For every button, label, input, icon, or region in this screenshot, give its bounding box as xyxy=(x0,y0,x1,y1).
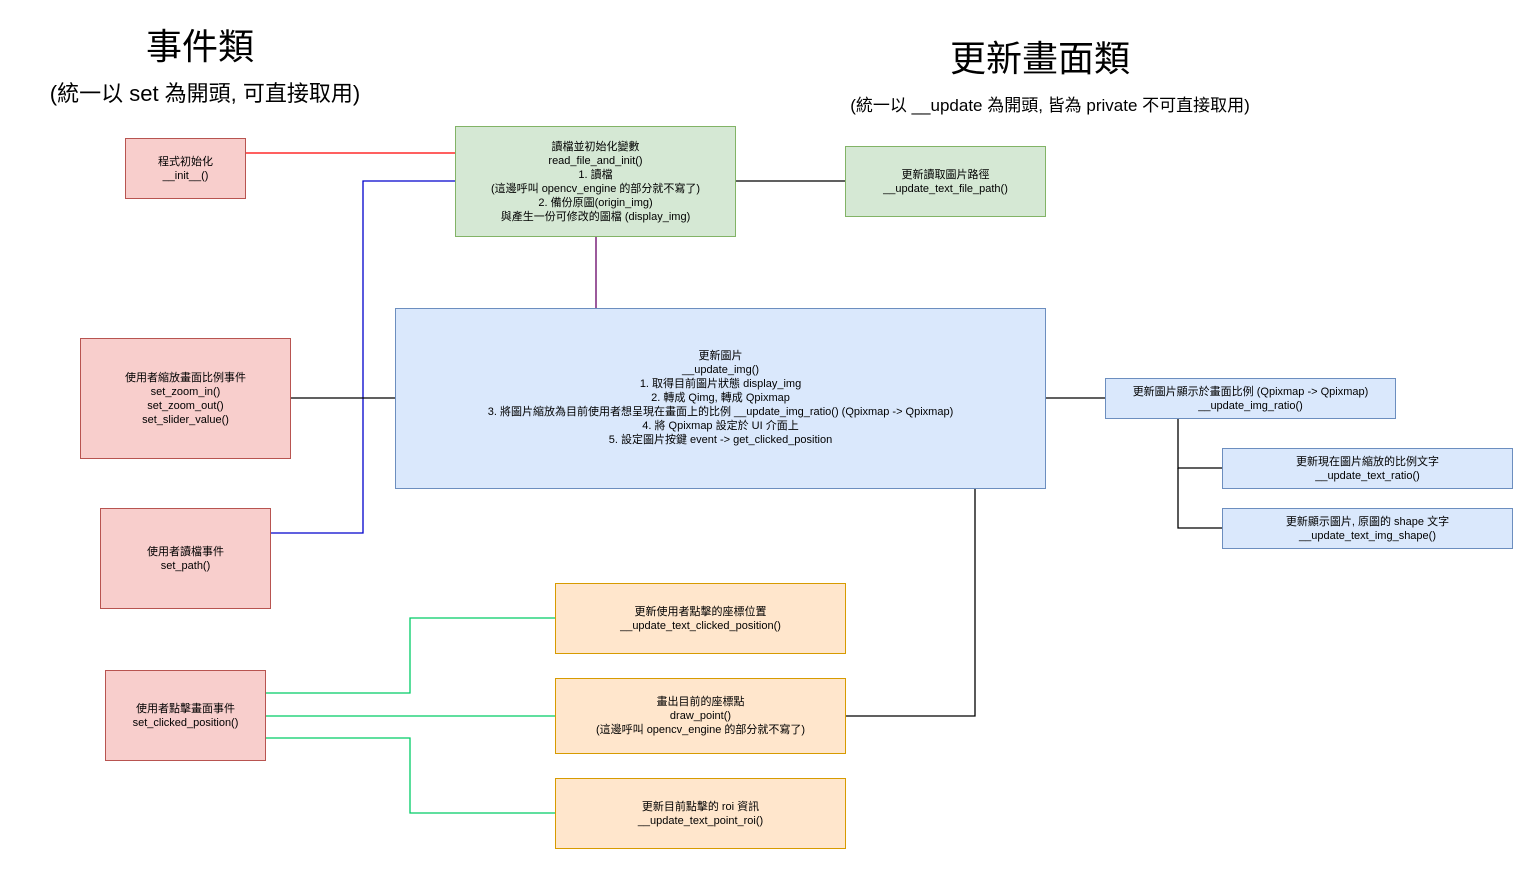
node-line: 1. 取得目前圖片狀態 display_img xyxy=(639,378,802,390)
node-update-img: 更新圖片 __update_img() 1. 取得目前圖片狀態 display_im… xyxy=(395,308,1046,489)
node-line: __update_text_ratio() xyxy=(1315,469,1420,482)
node-update-text-img-shape: 更新顯示圖片, 原圖的 shape 文字__update_text_img_sh… xyxy=(1222,508,1513,549)
edge-click-to-roi xyxy=(266,737,555,814)
node-line: read_file_and_init() xyxy=(548,154,643,167)
node-label: 更新圖片 xyxy=(698,350,743,362)
node-update-text-file-path: 更新讀取圖片路徑__update_text_file_path() xyxy=(845,146,1046,217)
node-line: __update_img() xyxy=(681,364,760,376)
node-line: 1. 讀檔 xyxy=(578,168,613,181)
updates-subtitle: (統一以 __update 為開頭, 皆為 private 不可直接取用) xyxy=(850,96,1250,115)
events-title: 事件類 xyxy=(145,26,254,67)
node-line: __update_text_file_path() xyxy=(883,182,1008,195)
node-line: __init__() xyxy=(162,169,209,182)
node-line: set_zoom_out() xyxy=(147,399,224,412)
edge-ratio-to-textratio xyxy=(1177,419,1222,469)
node-label: 使用者縮放畫面比例事件 xyxy=(125,371,246,384)
node-line: draw_point() xyxy=(669,710,732,722)
node-label: 讀檔並初始化變數 xyxy=(551,140,640,153)
node-update-text-point-roi: 更新目前點擊的 roi 資訊__update_text_point_roi() xyxy=(555,778,846,849)
node-line: 與產生一份可修改的圖檔 (display_img) xyxy=(500,210,691,223)
node-line: (這邊呼叫 opencv_engine 的部分就不寫了) xyxy=(595,724,806,736)
updates-title: 更新畫面類 xyxy=(949,38,1130,79)
node-line: set_path() xyxy=(160,559,211,572)
node-label: 更新顯示圖片, 原圖的 shape 文字 xyxy=(1285,515,1450,528)
node-line: __update_text_point_roi() xyxy=(637,814,764,827)
node-line: 4. 將 Qpixmap 設定於 UI 介面上 xyxy=(642,420,799,432)
node-label: 更新讀取圖片路徑 xyxy=(901,168,990,181)
node-line: set_zoom_in() xyxy=(150,385,221,398)
node-line: set_slider_value() xyxy=(142,413,229,426)
edge-ratio-to-imgshape xyxy=(1177,468,1222,529)
node-label: 畫出目前的座標點 xyxy=(656,696,745,708)
node-label: 更新現在圖片縮放的比例文字 xyxy=(1296,455,1439,468)
node-update-text-ratio: 更新現在圖片縮放的比例文字__update_text_ratio() xyxy=(1222,448,1513,489)
node-label: 程式初始化 xyxy=(158,155,213,168)
node-update-img-ratio: 更新圖片顯示於畫面比例 (Qpixmap -> Qpixmap)__update… xyxy=(1105,378,1396,419)
node-label: 使用者點擊畫面事件 xyxy=(136,702,235,715)
node-line: 5. 設定圖片按鍵 event -> get_clicked_position xyxy=(608,434,833,446)
node-draw-point: 畫出目前的座標點 draw_point() (這邊呼叫 opencv_engine … xyxy=(555,678,846,754)
node-label: 更新使用者點擊的座標位置 xyxy=(634,605,767,618)
node-line: set_clicked_position() xyxy=(132,716,239,729)
events-subtitle: (統一以 set 為開頭, 可直接取用) xyxy=(49,81,361,106)
node-line: 2. 轉成 Qimg, 轉成 Qpixmap xyxy=(651,392,790,404)
node-update-text-clicked-position: 更新使用者點擊的座標位置__update_text_clicked_positi… xyxy=(555,583,846,654)
node-label: 更新目前點擊的 roi 資訊 xyxy=(641,800,760,813)
node-label: 使用者讀檔事件 xyxy=(147,545,224,558)
node-line: __update_text_img_shape() xyxy=(1299,529,1436,542)
node-line: 3. 將圖片縮放為目前使用者想呈現在畫面上的比例 __update_img_ra… xyxy=(487,406,954,418)
node-line: 2. 備份原圖(origin_img) xyxy=(538,196,653,209)
edge-click-to-clickedpos xyxy=(266,617,555,694)
node-line: __update_text_clicked_position() xyxy=(620,619,781,632)
node-program-init: 程式初始化__init__() xyxy=(125,138,246,199)
node-label: 更新圖片顯示於畫面比例 (Qpixmap -> Qpixmap) xyxy=(1132,385,1369,398)
node-line: (這邊呼叫 opencv_engine 的部分就不寫了) xyxy=(490,182,701,195)
edge-drawpoint-to-updateimg xyxy=(846,489,976,717)
node-line: __update_img_ratio() xyxy=(1198,399,1303,412)
